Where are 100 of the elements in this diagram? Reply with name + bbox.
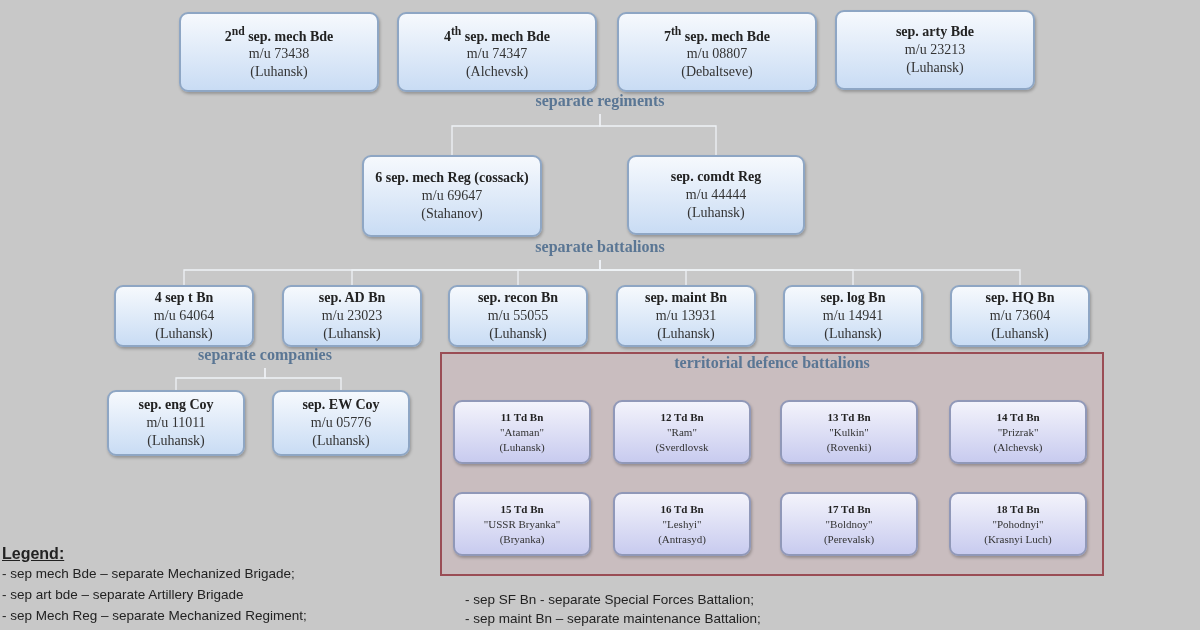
unit-location: (Stahanov) <box>421 205 483 223</box>
unit-name: 4 sep t Bn <box>154 289 214 307</box>
unit-name: sep. log Bn <box>820 289 886 307</box>
unit-name: 4$^{th}$ sep. mech Bde <box>443 23 550 46</box>
unit-name: sep. maint Bn <box>644 289 728 307</box>
unit-location: (Luhansk) <box>489 325 547 343</box>
unit-location: (Antrasyd) <box>658 531 706 547</box>
unit-name: 12 Td Bn <box>660 409 704 425</box>
unit-box <box>949 492 1087 556</box>
unit-name: 11 Td Bn <box>500 409 544 425</box>
unit-name: 13 Td Bn <box>827 409 871 425</box>
unit-location: (Luhansk) <box>147 432 205 450</box>
unit-location: (Luhansk) <box>657 325 715 343</box>
unit-number: "Ataman" <box>500 424 544 440</box>
unit-number: "USSR Bryanka" <box>483 516 561 532</box>
unit-location: (Luhansk) <box>687 204 745 222</box>
unit-location: (Alchevsk) <box>993 439 1043 455</box>
unit-box <box>616 285 756 347</box>
legend-heading: Legend: <box>2 545 65 563</box>
unit-number: m/u 11011 <box>146 414 206 432</box>
unit-box <box>282 285 422 347</box>
unit-number: m/u 14941 <box>822 307 884 325</box>
unit-box <box>397 12 597 92</box>
unit-location: (Perevalsk) <box>823 531 875 547</box>
unit-box <box>949 400 1087 464</box>
unit-name: sep. comdt Reg <box>670 168 762 186</box>
group-frame <box>440 352 1104 576</box>
unit-name: 15 Td Bn <box>500 501 544 517</box>
unit-number: "Prizrak" <box>997 424 1039 440</box>
unit-location: (Luhansk) <box>906 59 964 77</box>
unit-number: m/u 44444 <box>685 186 747 204</box>
unit-box <box>780 400 918 464</box>
unit-number: m/u 23023 <box>321 307 383 325</box>
legend-entry: - sep art bde – separate Artillery Brigade <box>2 587 244 602</box>
unit-box <box>613 400 751 464</box>
unit-box <box>780 492 918 556</box>
unit-name: sep. EW Coy <box>302 396 380 414</box>
unit-box <box>627 155 805 235</box>
unit-number: "Leshyi" <box>662 516 702 532</box>
unit-name: 7$^{th}$ sep. mech Bde <box>663 23 770 46</box>
unit-number: m/u 08807 <box>686 45 748 64</box>
unit-number: "Ram" <box>667 424 697 440</box>
unit-box <box>272 390 410 456</box>
unit-name: 16 Td Bn <box>660 501 704 517</box>
section-heading: separate battalions <box>480 238 720 260</box>
unit-name: 6 sep. mech Reg (cossack) <box>375 169 529 187</box>
unit-name: sep. eng Coy <box>138 396 214 414</box>
unit-location: (Luhansk) <box>323 325 381 343</box>
unit-location: (Luhansk) <box>312 432 370 450</box>
unit-name: sep. HQ Bn <box>985 289 1055 307</box>
unit-box <box>617 12 817 92</box>
unit-location: (Alchevsk) <box>465 63 529 82</box>
section-heading: separate companies <box>160 346 370 368</box>
connector-line <box>264 367 342 391</box>
unit-location: (Rovenki) <box>826 439 872 455</box>
unit-number: m/u 73604 <box>989 307 1051 325</box>
unit-box <box>362 155 542 237</box>
legend-entry: - sep mech Bde – separate Mechanized Brigade; <box>2 566 295 581</box>
unit-box <box>453 400 591 464</box>
unit-box <box>114 285 254 347</box>
unit-number: "Boldnoy" <box>825 516 873 532</box>
unit-box <box>448 285 588 347</box>
unit-number: m/u 05776 <box>310 414 372 432</box>
unit-number: "Pohodnyi" <box>992 516 1044 532</box>
unit-number: m/u 74347 <box>466 45 528 64</box>
unit-location: (Luhansk) <box>250 63 308 82</box>
unit-name: 18 Td Bn <box>996 501 1040 517</box>
legend-entry: - sep Mech Reg – separate Mechanized Regiment; <box>2 608 307 623</box>
unit-number: m/u 55055 <box>487 307 549 325</box>
unit-box <box>107 390 245 456</box>
unit-box <box>950 285 1090 347</box>
unit-name: 17 Td Bn <box>827 501 871 517</box>
unit-box <box>783 285 923 347</box>
unit-number: m/u 23213 <box>904 41 966 59</box>
unit-location: (Luhansk) <box>155 325 213 343</box>
unit-number: m/u 13931 <box>655 307 717 325</box>
unit-name: sep. AD Bn <box>318 289 386 307</box>
unit-name: sep. arty Bde <box>895 23 975 41</box>
unit-number: m/u 69647 <box>421 187 483 205</box>
unit-name: 2$^{nd}$ sep. mech Bde <box>224 23 334 46</box>
connector-line <box>599 113 717 156</box>
unit-location: (Luhansk) <box>991 325 1049 343</box>
unit-box <box>613 492 751 556</box>
unit-name: sep. recon Bn <box>477 289 559 307</box>
unit-box <box>453 492 591 556</box>
section-heading: separate regiments <box>480 92 720 114</box>
unit-location: (Luhansk) <box>824 325 882 343</box>
legend-entry: - sep maint Bn – separate maintenance Battalion; <box>465 611 761 626</box>
unit-number: m/u 64064 <box>153 307 215 325</box>
unit-box <box>179 12 379 92</box>
connector-line <box>599 259 1021 286</box>
unit-location: (Bryanka) <box>499 531 545 547</box>
unit-number: "Kulkin" <box>829 424 869 440</box>
unit-location: (Luhansk) <box>499 439 545 455</box>
unit-box <box>835 10 1035 90</box>
unit-number: m/u 73438 <box>248 45 310 64</box>
legend-entry: - sep SF Bn - separate Special Forces Battalion; <box>465 592 754 607</box>
unit-location: (Debaltseve) <box>681 63 753 82</box>
unit-location: (Krasnyi Luch) <box>984 531 1052 547</box>
unit-name: 14 Td Bn <box>996 409 1040 425</box>
